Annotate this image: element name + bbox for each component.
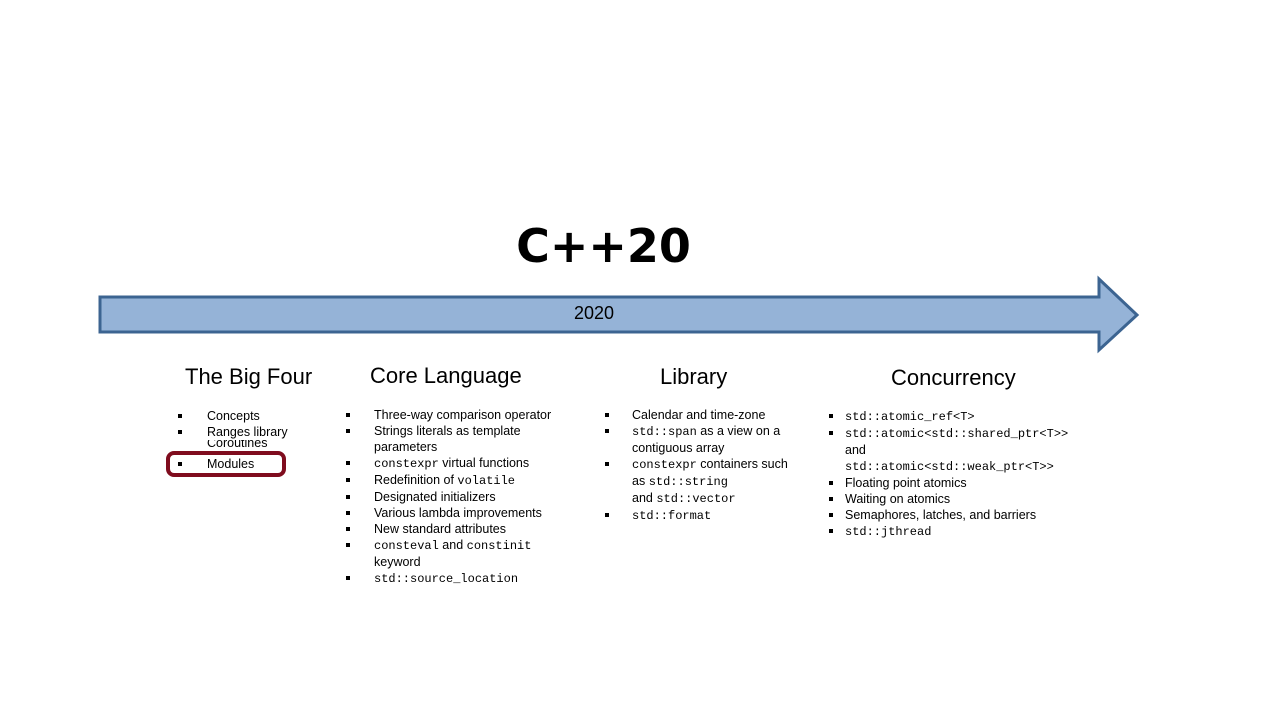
timeline-year: 2020	[573, 303, 615, 323]
code-text: std::vector	[656, 492, 736, 506]
core-language-list: Three-way comparison operator Strings li…	[346, 407, 574, 587]
list-item: Three-way comparison operator	[346, 407, 574, 423]
list-item: Calendar and time-zone	[605, 407, 797, 423]
list-item: Concepts	[178, 408, 337, 424]
big-four-list: Concepts Ranges library Coroutines Modul…	[178, 408, 337, 472]
list-item: Coroutines	[207, 440, 337, 456]
heading-library: Library	[660, 364, 728, 389]
slide-title: C++20	[516, 219, 691, 273]
item-text: virtual functions	[438, 456, 530, 470]
list-item: Various lambda improvements	[346, 505, 574, 521]
code-text: std::string	[648, 475, 728, 489]
code-text: constexpr	[632, 458, 697, 472]
item-text: and	[845, 443, 866, 457]
list-item: Semaphores, latches, and barriers	[829, 507, 1115, 523]
list-item: Modules	[178, 456, 337, 472]
modules-highlight-box	[166, 451, 286, 477]
library-list: Calendar and time-zone std::span as a vi…	[605, 407, 797, 524]
heading-core-language: Core Language	[370, 363, 522, 388]
list-item: constexpr containers such as std::string…	[605, 456, 797, 507]
item-text: Redefinition of	[374, 473, 458, 487]
heading-big-four: The Big Four	[185, 364, 313, 389]
code-text: std::format	[632, 509, 712, 523]
list-item: Designated initializers	[346, 489, 574, 505]
list-item: Redefinition of volatile	[346, 472, 574, 489]
list-item: New standard attributes	[346, 521, 574, 537]
code-text: std::span	[632, 425, 697, 439]
list-item: Ranges library	[178, 424, 337, 440]
list-item: Waiting on atomics	[829, 491, 1115, 507]
code-text: constinit	[466, 539, 532, 553]
item-text: and	[632, 491, 657, 505]
list-item: Floating point atomics	[829, 475, 1115, 491]
list-item: std::atomic_ref<T>	[829, 408, 1115, 425]
heading-concurrency: Concurrency	[891, 365, 1016, 390]
code-text: constexpr	[374, 457, 439, 471]
code-text: std::jthread	[845, 525, 932, 539]
list-item: std::format	[605, 507, 797, 524]
code-text: consteval	[374, 539, 439, 553]
code-text: std::atomic_ref<T>	[845, 410, 975, 424]
list-item: std::jthread	[829, 523, 1115, 540]
list-item: std::span as a view on a contiguous arra…	[605, 423, 797, 456]
item-text: keyword	[374, 555, 421, 569]
code-text: std::atomic<std::weak_ptr<T>>	[845, 460, 1054, 474]
list-item: std::source_location	[346, 570, 574, 587]
list-item: Strings literals as template parameters	[346, 423, 544, 455]
list-item: constexpr virtual functions	[346, 455, 574, 472]
item-text: and	[438, 538, 467, 552]
item-text: as a view on a contiguous array	[632, 424, 781, 455]
item-text: Coroutines	[207, 440, 268, 450]
list-item: consteval and constinit keyword	[346, 537, 574, 570]
concurrency-list: std::atomic_ref<T> std::atomic<std::shar…	[829, 408, 1115, 540]
code-text: volatile	[457, 474, 515, 488]
code-text: std::source_location	[374, 572, 519, 586]
code-text: std::atomic<std::shared_ptr<T>>	[845, 427, 1069, 441]
item-text: containers such as	[632, 457, 788, 488]
